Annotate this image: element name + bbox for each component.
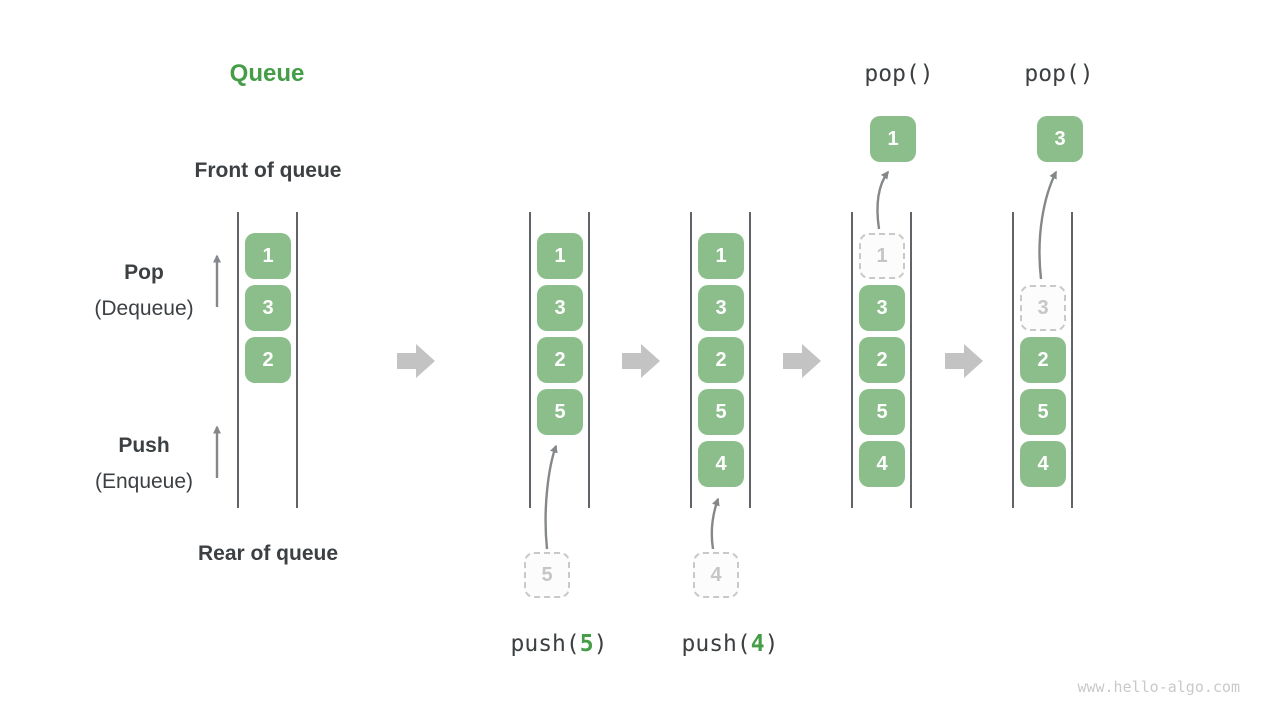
queue-box-4: 4 xyxy=(698,441,744,487)
queue-box-1: 1 xyxy=(245,233,291,279)
queue-box-3: 3 xyxy=(245,285,291,331)
push-side-label-main: Push xyxy=(118,434,170,457)
popped-box-3: 3 xyxy=(1037,116,1083,162)
front-of-queue-label: Front of queue xyxy=(194,159,342,182)
queue-rail-during-pop-3 xyxy=(1012,212,1073,508)
queue-box-5: 5 xyxy=(1020,389,1066,435)
push-call-1-suffix: ) xyxy=(593,631,608,657)
pop-call-label-1: pop() xyxy=(864,61,934,87)
push-side-label-sub: (Enqueue) xyxy=(94,470,194,493)
push-call-label-2: push(4) xyxy=(682,631,779,657)
pop-side-label-sub: (Dequeue) xyxy=(94,297,194,320)
queue-rail-during-pop-1 xyxy=(851,212,912,508)
pop-1-arrow xyxy=(876,170,889,230)
push-side-label: Push (Enqueue) xyxy=(95,428,193,500)
diagram-title: Queue xyxy=(229,60,305,87)
push-call-2-suffix: ) xyxy=(764,631,779,657)
pop-side-label-main: Pop xyxy=(124,261,164,284)
queue-box-4: 4 xyxy=(1020,441,1066,487)
watermark: www.hello-algo.com xyxy=(1077,678,1240,696)
queue-rail-after-push-5 xyxy=(529,212,590,508)
queue-box-5: 5 xyxy=(859,389,905,435)
queue-box-1: 1 xyxy=(537,233,583,279)
pop-3-arrow xyxy=(1038,170,1058,280)
push-call-1-arg: 5 xyxy=(579,631,594,657)
queue-box-2: 2 xyxy=(537,337,583,383)
state-flow-arrow-1 xyxy=(397,344,435,378)
queue-rail-initial-queue xyxy=(237,212,298,508)
staged-push-box-4: 4 xyxy=(693,552,739,598)
queue-box-3: 3 xyxy=(698,285,744,331)
pop-call-label-2: pop() xyxy=(1024,61,1094,87)
push-5-arrow xyxy=(544,444,558,550)
queue-box-3: 3 xyxy=(859,285,905,331)
state-flow-arrow-4 xyxy=(945,344,983,378)
push-call-label-1: push(5) xyxy=(511,631,608,657)
queue-box-4: 4 xyxy=(859,441,905,487)
rear-of-queue-label: Rear of queue xyxy=(197,542,339,565)
queue-box-5: 5 xyxy=(698,389,744,435)
state-flow-arrow-2 xyxy=(622,344,660,378)
queue-box-2: 2 xyxy=(1020,337,1066,383)
queue-box-2: 2 xyxy=(698,337,744,383)
queue-rail-after-push-4 xyxy=(690,212,751,508)
queue-box-dashed-3: 3 xyxy=(1020,285,1066,331)
popped-box-1: 1 xyxy=(870,116,916,162)
pop-side-label: Pop (Dequeue) xyxy=(94,255,193,327)
push-4-arrow xyxy=(710,497,720,550)
staged-push-box-5: 5 xyxy=(524,552,570,598)
state-flow-arrow-3 xyxy=(783,344,821,378)
queue-box-2: 2 xyxy=(859,337,905,383)
queue-box-1: 1 xyxy=(698,233,744,279)
queue-box-5: 5 xyxy=(537,389,583,435)
queue-box-dashed-1: 1 xyxy=(859,233,905,279)
queue-box-3: 3 xyxy=(537,285,583,331)
queue-box-2: 2 xyxy=(245,337,291,383)
push-call-2-prefix: push( xyxy=(681,631,751,657)
push-call-1-prefix: push( xyxy=(510,631,580,657)
push-call-2-arg: 4 xyxy=(750,631,765,657)
